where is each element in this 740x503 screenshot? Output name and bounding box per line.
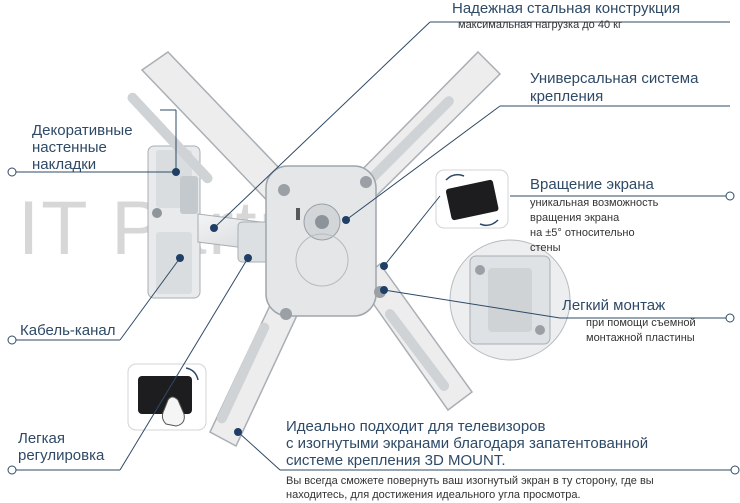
cable-channel-title: Кабель-канал [20, 322, 116, 339]
install-sub-2: монтажной пластины [586, 332, 695, 344]
install-inset [449, 239, 571, 361]
rotation-sub-2: вращения экрана [530, 212, 620, 224]
decorative-title-1: Декоративные [32, 122, 133, 139]
rotation-icon [435, 169, 509, 229]
steel-construction-title: Надежная стальная конструкция [452, 0, 681, 17]
steel-construction-sub: максимальная нагрузка до 40 кг [458, 19, 622, 31]
decorative-title-2: настенные [32, 139, 107, 156]
curved-title-1: Идеально подходит для телевизоров [286, 418, 546, 435]
rotation-sub-3: на ±5° относительно [530, 227, 635, 239]
install-sub-1: при помощи съемной [586, 317, 696, 329]
center-plate [265, 165, 386, 320]
rotation-title: Вращение экрана [530, 176, 654, 193]
hand-adjust-icon [127, 363, 207, 431]
adjust-title-1: Легкая [18, 430, 66, 447]
universal-title-1: Универсальная система [530, 70, 699, 87]
curved-sub-1: Вы всегда сможете повернуть ваш изогнуты… [286, 475, 654, 487]
rotation-sub-1: уникальная возможность [530, 197, 659, 209]
rotation-sub-4: стены [530, 242, 561, 254]
install-title: Легкий монтаж [562, 297, 666, 314]
curved-title-2: с изогнутыми экранами благодаря запатент… [286, 435, 649, 452]
universal-title-2: крепления [530, 88, 604, 105]
adjust-title-2: регулировка [18, 447, 105, 464]
curved-title-3: системе крепления 3D MOUNT. [286, 452, 506, 469]
curved-sub-2: находитесь, для достижения идеального уг… [286, 489, 581, 501]
decorative-title-3: накладки [32, 156, 97, 173]
